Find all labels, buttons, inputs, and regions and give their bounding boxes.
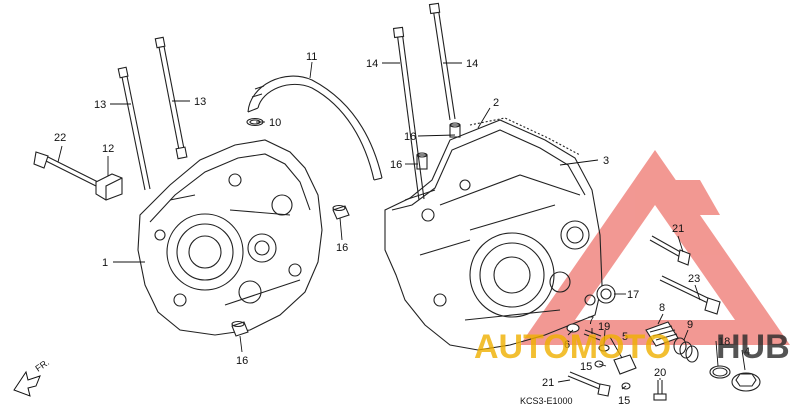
callout-15-a: 15 — [580, 361, 592, 373]
left-crankcase — [137, 139, 323, 336]
callout-17: 17 — [627, 289, 639, 301]
washer-15-a — [594, 360, 604, 368]
callouts: 1 2 3 4 5 6 7 8 9 10 11 12 13 13 14 14 1… — [54, 51, 750, 407]
callout-6: 6 — [564, 339, 570, 351]
right-crankcase — [384, 119, 603, 351]
washer-15-b — [621, 382, 631, 390]
callout-16-a: 16 — [336, 242, 348, 254]
callout-16-d: 16 — [390, 159, 402, 171]
callout-19: 19 — [598, 321, 610, 333]
callout-12: 12 — [102, 143, 114, 155]
dowel-pin-16-c — [416, 152, 428, 170]
callout-10: 10 — [269, 117, 281, 129]
bolt-21-lower — [567, 371, 611, 397]
callout-13-right: 13 — [194, 96, 206, 108]
callout-16-b: 16 — [236, 355, 248, 367]
front-direction-arrow — [13, 370, 41, 397]
oil-seal-17 — [596, 284, 616, 304]
callout-11: 11 — [306, 51, 317, 63]
dowel-pin-16-b — [231, 320, 249, 337]
washer-19 — [598, 344, 610, 352]
callout-5: 5 — [622, 331, 628, 343]
callout-20: 20 — [654, 367, 666, 379]
dowel-pin-16-d — [449, 122, 461, 138]
drain-cap-4 — [731, 372, 761, 392]
dowel-pin-16-a — [332, 204, 350, 220]
watermark-text-left: AUTOMOTO — [474, 328, 671, 366]
direction-label: FR. — [33, 357, 51, 374]
callout-8: 8 — [659, 302, 665, 314]
callout-14-left: 14 — [366, 58, 378, 70]
watermark-text-right: HUB — [716, 328, 790, 366]
watermark-text: AUTOMOTO HUB — [474, 328, 790, 366]
pin-7 — [583, 329, 602, 341]
callout-16-c: 16 — [404, 131, 416, 143]
watermark-logo — [520, 150, 790, 345]
stud-bolt-14-left — [392, 26, 425, 201]
clamp-12 — [95, 173, 123, 201]
callout-1: 1 — [102, 257, 108, 269]
callout-21-lower: 21 — [542, 377, 554, 389]
stud-bolt-13-left — [117, 66, 151, 191]
bolt-20 — [653, 380, 667, 401]
leader-lines — [57, 61, 746, 390]
bolt-23 — [659, 275, 721, 315]
callout-3: 3 — [603, 155, 609, 167]
callout-2: 2 — [493, 97, 499, 109]
callout-18: 18 — [718, 336, 730, 348]
callout-22: 22 — [54, 132, 66, 144]
callout-21-upper: 21 — [672, 223, 684, 235]
bolt-22 — [33, 151, 99, 187]
plug-6 — [566, 323, 580, 333]
spring-9 — [673, 337, 699, 363]
bolt-21-upper — [649, 235, 691, 266]
gasket-3 — [469, 117, 581, 156]
callout-13-left: 13 — [94, 99, 106, 111]
callout-23: 23 — [688, 273, 700, 285]
stud-bolt-13-right — [154, 36, 188, 160]
diagram-code: KCS3-E1000 — [520, 396, 573, 406]
breather-tube-11 — [247, 75, 383, 181]
callout-9: 9 — [687, 319, 693, 331]
callout-4: 4 — [744, 346, 750, 358]
callout-15-b: 15 — [618, 395, 630, 407]
cover-5 — [613, 354, 637, 375]
stud-bolt-14-right — [428, 2, 456, 121]
callout-14-right: 14 — [466, 58, 478, 70]
o-ring-18 — [709, 365, 731, 379]
callout-7: 7 — [588, 315, 594, 327]
